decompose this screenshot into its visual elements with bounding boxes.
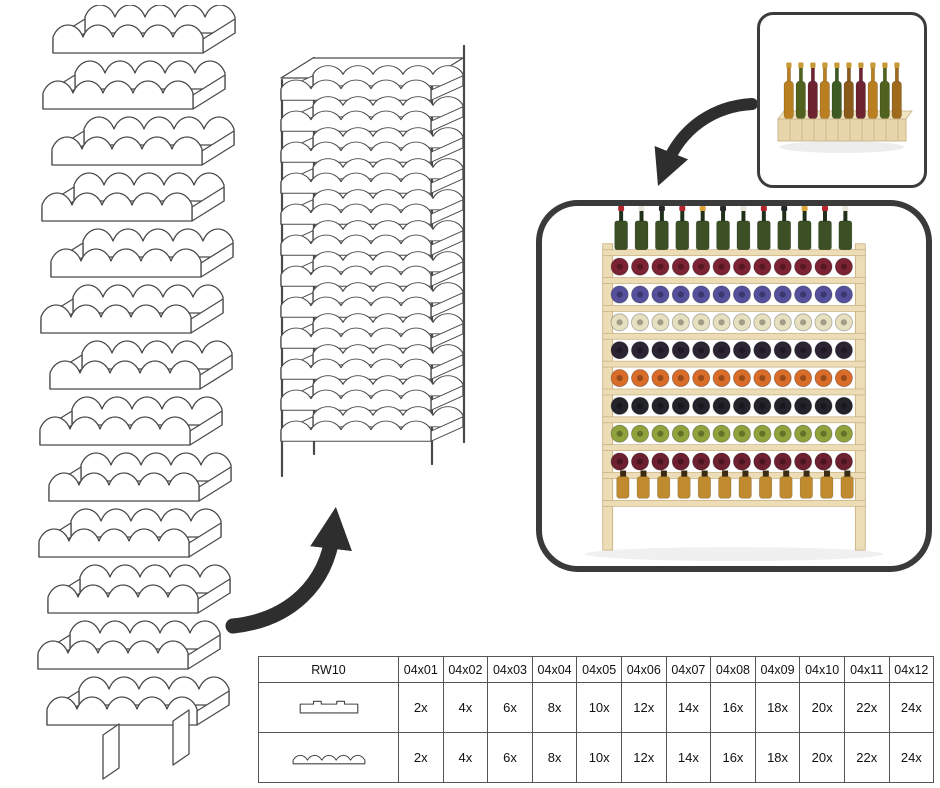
quantity-cell: 8x [531, 732, 578, 783]
assemble-arrow-icon [225, 506, 352, 634]
quantity-cell: 2x [398, 682, 444, 733]
quantity-cell: 16x [710, 732, 756, 783]
part-code-header: 04x10 [799, 656, 845, 683]
part-code-header: 04x01 [398, 656, 444, 683]
part-code-header: 04x04 [531, 656, 578, 683]
table-model-label: RW10 [258, 656, 399, 683]
top-row-bottles [614, 206, 853, 251]
quantity-cell: 10x [576, 682, 622, 733]
assembled-rack-photo [536, 200, 932, 572]
bottle-rows [610, 257, 853, 471]
quantity-cell: 24x [888, 732, 935, 783]
assembled-rack-image [584, 206, 884, 562]
quantity-cell: 6x [487, 732, 533, 783]
wave-shelf-part-icon [258, 732, 399, 783]
wave-shelf-part-row: 2x 4x 6x 8x 10x 12x 14x 16x 18x 20x 22x … [258, 732, 935, 783]
quantity-cell: 2x [398, 732, 444, 783]
part-code-header: 04x06 [620, 656, 667, 683]
part-code-header: 04x12 [888, 656, 935, 683]
quantity-cell: 14x [665, 732, 712, 783]
quantity-cell: 14x [665, 682, 712, 733]
quantity-cell: 20x [799, 732, 845, 783]
part-code-header: 04x02 [442, 656, 489, 683]
quantity-cell: 18x [754, 732, 801, 783]
connector-part-row: 2x 4x 6x 8x 10x 12x 14x 16x 18x 20x 22x … [258, 682, 935, 733]
quantity-cell: 22x [843, 682, 890, 733]
part-code-header: 04x07 [665, 656, 712, 683]
quantity-cell: 18x [754, 682, 801, 733]
quantity-cell: 4x [442, 732, 489, 783]
quantity-cell: 4x [442, 682, 489, 733]
quantity-cell: 16x [710, 682, 756, 733]
exploded-parts-drawing [37, 5, 236, 780]
quantity-cell: 10x [576, 732, 622, 783]
part-code-header: 04x11 [843, 656, 890, 683]
quantity-cell: 12x [620, 682, 667, 733]
rack-shelf-boards [602, 249, 866, 507]
detail-arrow-icon [654, 98, 758, 187]
quantity-cell: 12x [620, 732, 667, 783]
quantity-cell: 8x [531, 682, 578, 733]
single-tier-rack-image [777, 62, 913, 153]
part-code-header: 04x09 [754, 656, 801, 683]
part-code-header: 04x05 [576, 656, 622, 683]
table-header-row: RW10 04x01 04x02 04x03 04x04 04x05 04x06… [258, 656, 935, 683]
part-code-header: 04x08 [710, 656, 756, 683]
single-tier-rack-photo [757, 12, 927, 188]
assembled-rack-drawing [280, 44, 466, 478]
quantity-cell: 22x [843, 732, 890, 783]
quantity-cell: 20x [799, 682, 845, 733]
quantity-cell: 6x [487, 682, 533, 733]
connector-part-icon [258, 682, 399, 733]
bottom-row-bottles [616, 470, 854, 499]
quantity-cell: 24x [888, 682, 935, 733]
part-code-header: 04x03 [487, 656, 533, 683]
small-rack-bottles [783, 62, 902, 120]
parts-table: RW10 04x01 04x02 04x03 04x04 04x05 04x06… [258, 656, 935, 783]
